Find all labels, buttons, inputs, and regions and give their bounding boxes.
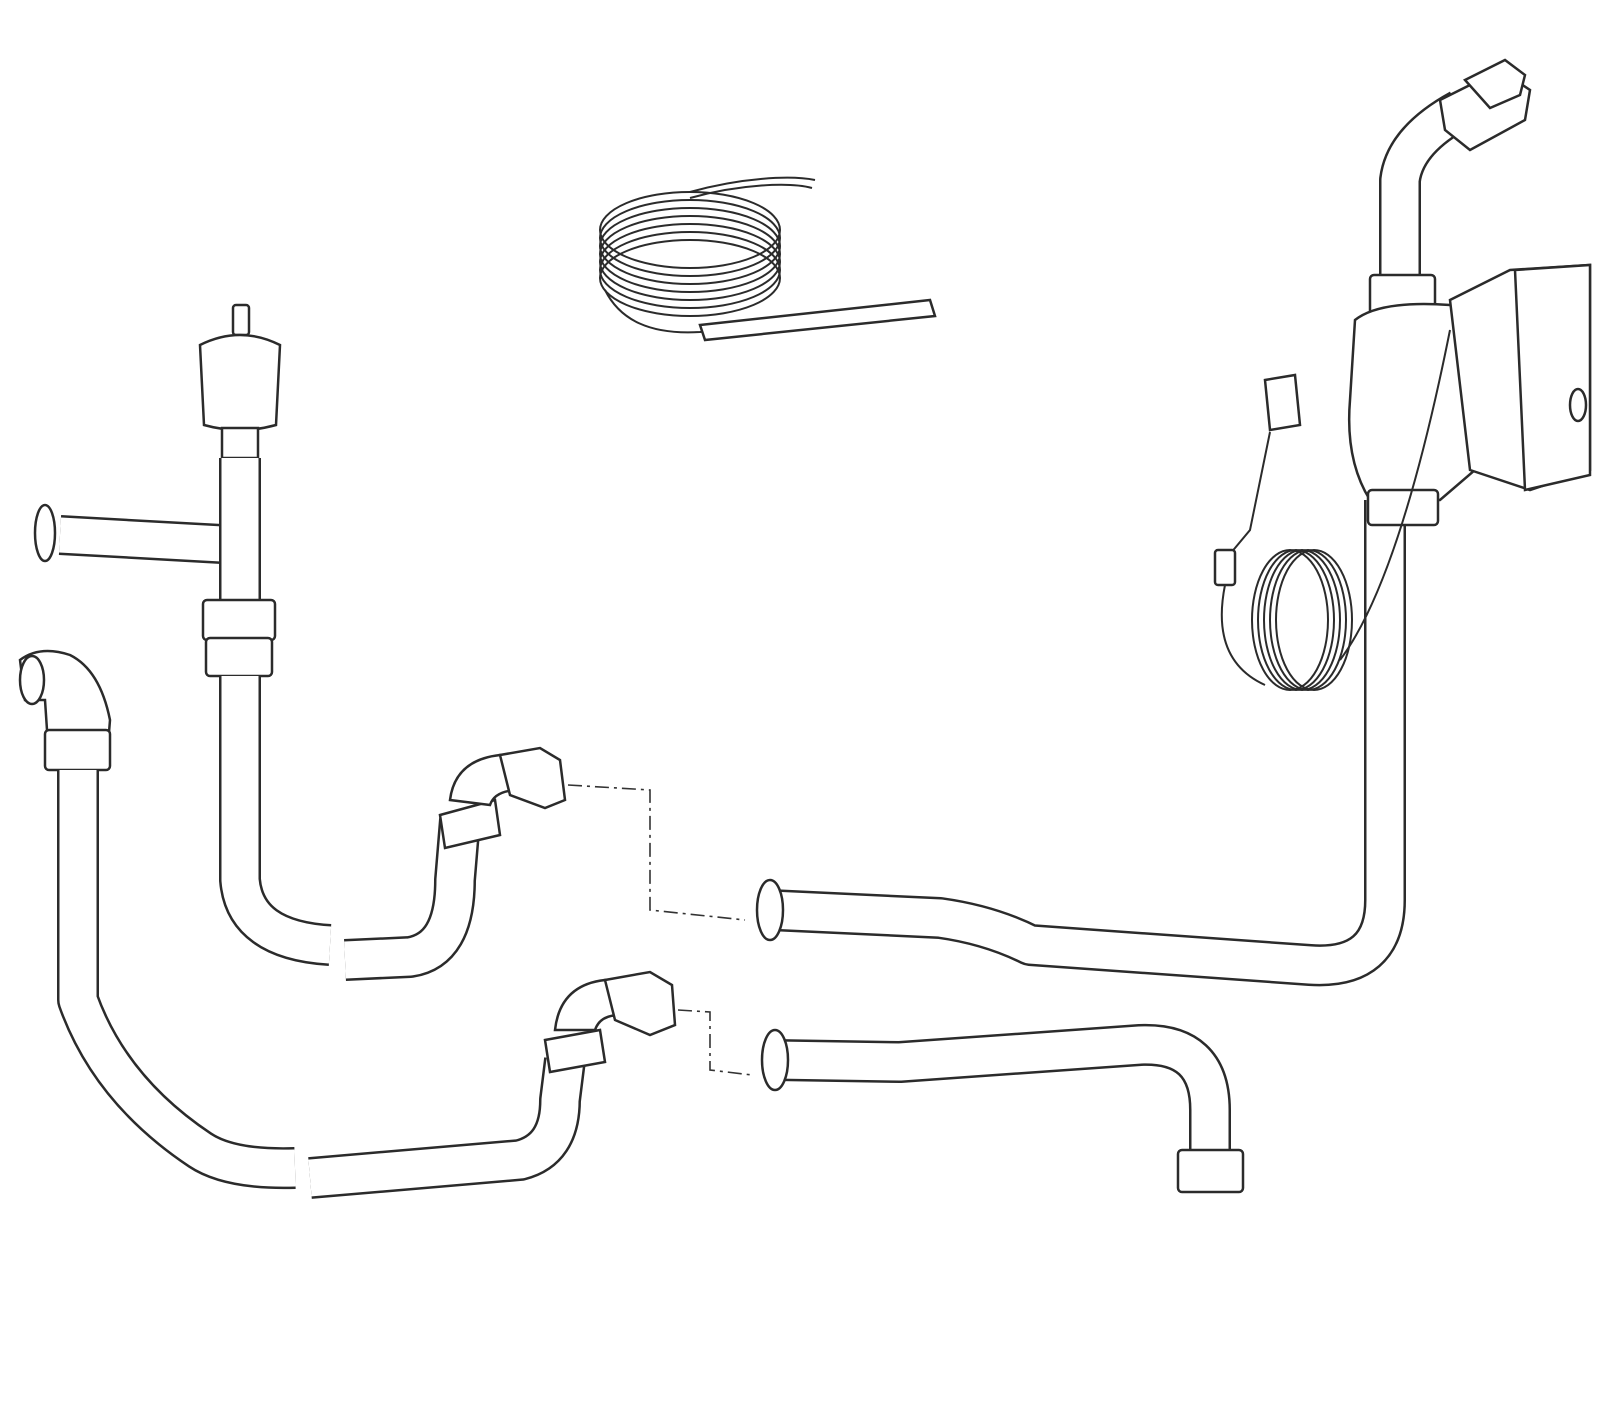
air-vent-tee-assembly xyxy=(33,303,282,678)
connection-guide-lines xyxy=(567,784,753,1076)
upper-left-flexible-pipe xyxy=(219,676,567,981)
lower-right-pipe xyxy=(760,1023,1245,1194)
pump-return-pipe xyxy=(755,500,1406,987)
pump-cable-coil xyxy=(1213,329,1451,691)
circulation-pump xyxy=(1347,58,1592,527)
temperature-sensor-coil xyxy=(599,176,937,342)
lower-left-flexible-pipe xyxy=(18,649,677,1199)
